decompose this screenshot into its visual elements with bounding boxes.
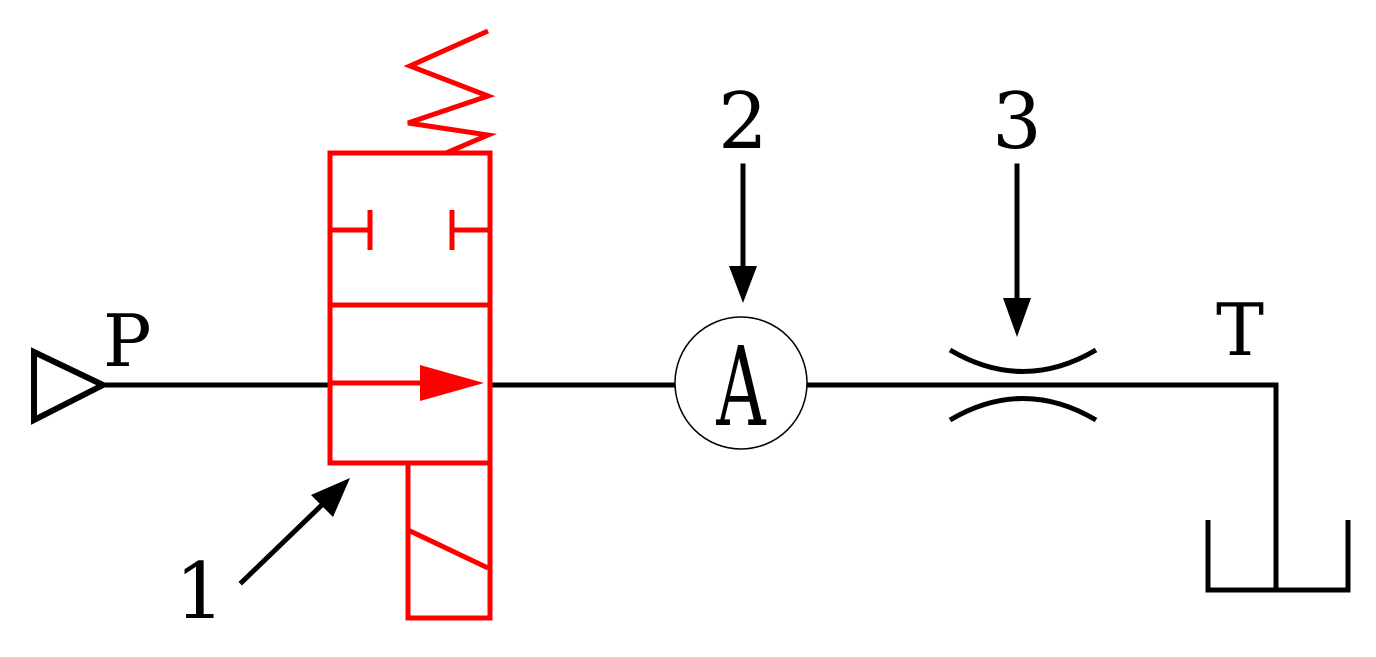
pressure-port-label: P: [103, 299, 151, 383]
pressure-source-symbol: [31, 347, 110, 425]
tank-port-label: T: [1216, 288, 1264, 372]
throttle-valve-symbol: [948, 347, 1098, 423]
valve-callout: [238, 478, 350, 586]
valve-spring: [403, 28, 498, 156]
ammeter-number-label: 2: [718, 77, 768, 167]
solenoid-actuator: [405, 460, 493, 621]
ammeter-callout: [729, 163, 757, 303]
throttle-callout-arrowhead: [1003, 298, 1031, 337]
solenoid-coil-line: [406, 527, 490, 571]
valve-callout-arrowhead: [311, 478, 350, 517]
flow-arrow-head: [420, 365, 484, 401]
ammeter-symbol: A: [716, 323, 767, 452]
throttle-number-label: 3: [992, 77, 1042, 167]
ammeter: [674, 316, 808, 450]
tank-symbol: [1205, 520, 1351, 593]
main-pipeline: [100, 382, 1279, 593]
ammeter-callout-arrowhead: [729, 266, 757, 303]
valve-number-label: 1: [175, 547, 225, 637]
solenoid-valve: [327, 28, 498, 621]
throttle-callout: [1003, 163, 1031, 337]
